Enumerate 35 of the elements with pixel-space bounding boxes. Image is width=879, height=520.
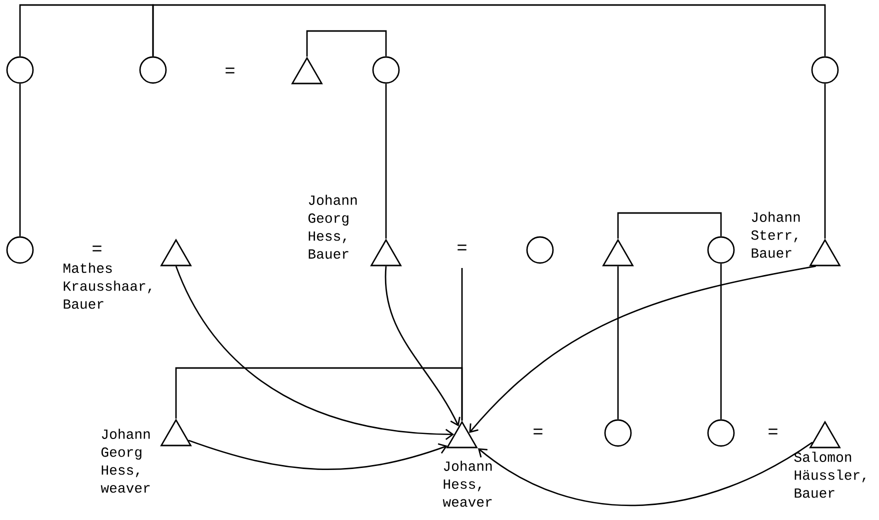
name-label: Salomon Häussler, Bauer [794,452,866,498]
kinship-line [19,4,154,56]
kinship-line [152,4,826,56]
circle-symbol [707,419,735,447]
kinship-line [617,212,722,239]
circle-symbol [526,236,554,264]
kinship-line [385,84,387,239]
equals-sign: = [768,428,778,434]
circle-symbol [372,56,400,84]
kinship-line [19,84,21,236]
equals-sign: = [534,428,542,434]
arrow [175,266,454,440]
kinship-line [306,30,387,57]
name-label: Johann Hess, weaver [442,460,492,507]
equals-sign: = [226,68,234,74]
circle-symbol [707,236,735,264]
kinship-line [617,266,619,420]
arrow [188,440,448,470]
arrow [384,266,460,426]
circle-symbol [604,419,632,447]
kinship-line [824,84,826,239]
equals-sign: = [92,246,102,252]
circle-symbol [139,56,167,84]
name-label: Johann Georg Hess, Bauer [308,194,357,259]
arrow [469,266,816,433]
name-label: Mathes Krausshaar, Bauer [64,262,152,309]
circle-symbol [6,56,34,84]
name-label: Johann Sterr, Bauer [751,212,800,258]
equals-sign: = [458,244,466,250]
arrow [478,442,813,506]
circle-symbol [6,236,34,264]
circle-symbol [811,56,839,84]
kinship-line [720,264,722,420]
kinship-line [175,367,463,421]
name-label: Johann Georg Hess, weaver [100,428,150,493]
